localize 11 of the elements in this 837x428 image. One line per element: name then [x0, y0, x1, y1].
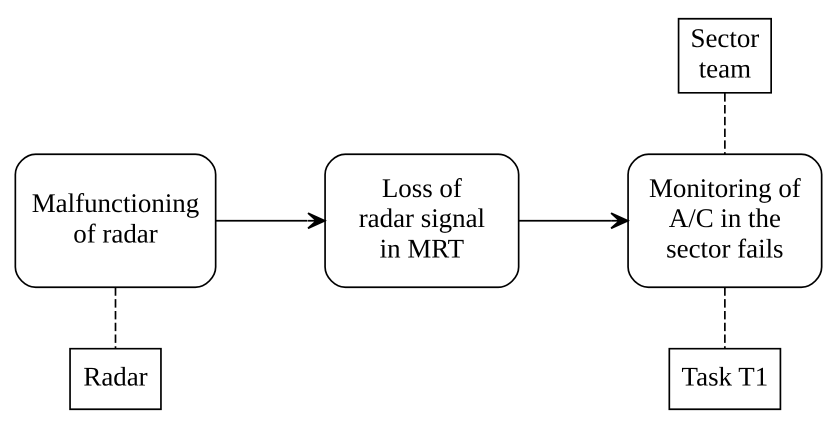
node-box: Malfunctioning of radar	[14, 153, 216, 288]
node-box: Radar	[69, 348, 162, 410]
arrow	[216, 212, 326, 230]
connector	[114, 287, 116, 348]
connector	[724, 93, 726, 154]
node-box: Loss of radar signal in MRT	[324, 153, 520, 288]
node-box: Monitoring of A/C in the sector fails	[627, 153, 822, 288]
connector	[724, 287, 726, 348]
arrow	[519, 212, 629, 230]
node-box: Sector team	[678, 18, 772, 94]
node-box: Task T1	[668, 348, 782, 410]
